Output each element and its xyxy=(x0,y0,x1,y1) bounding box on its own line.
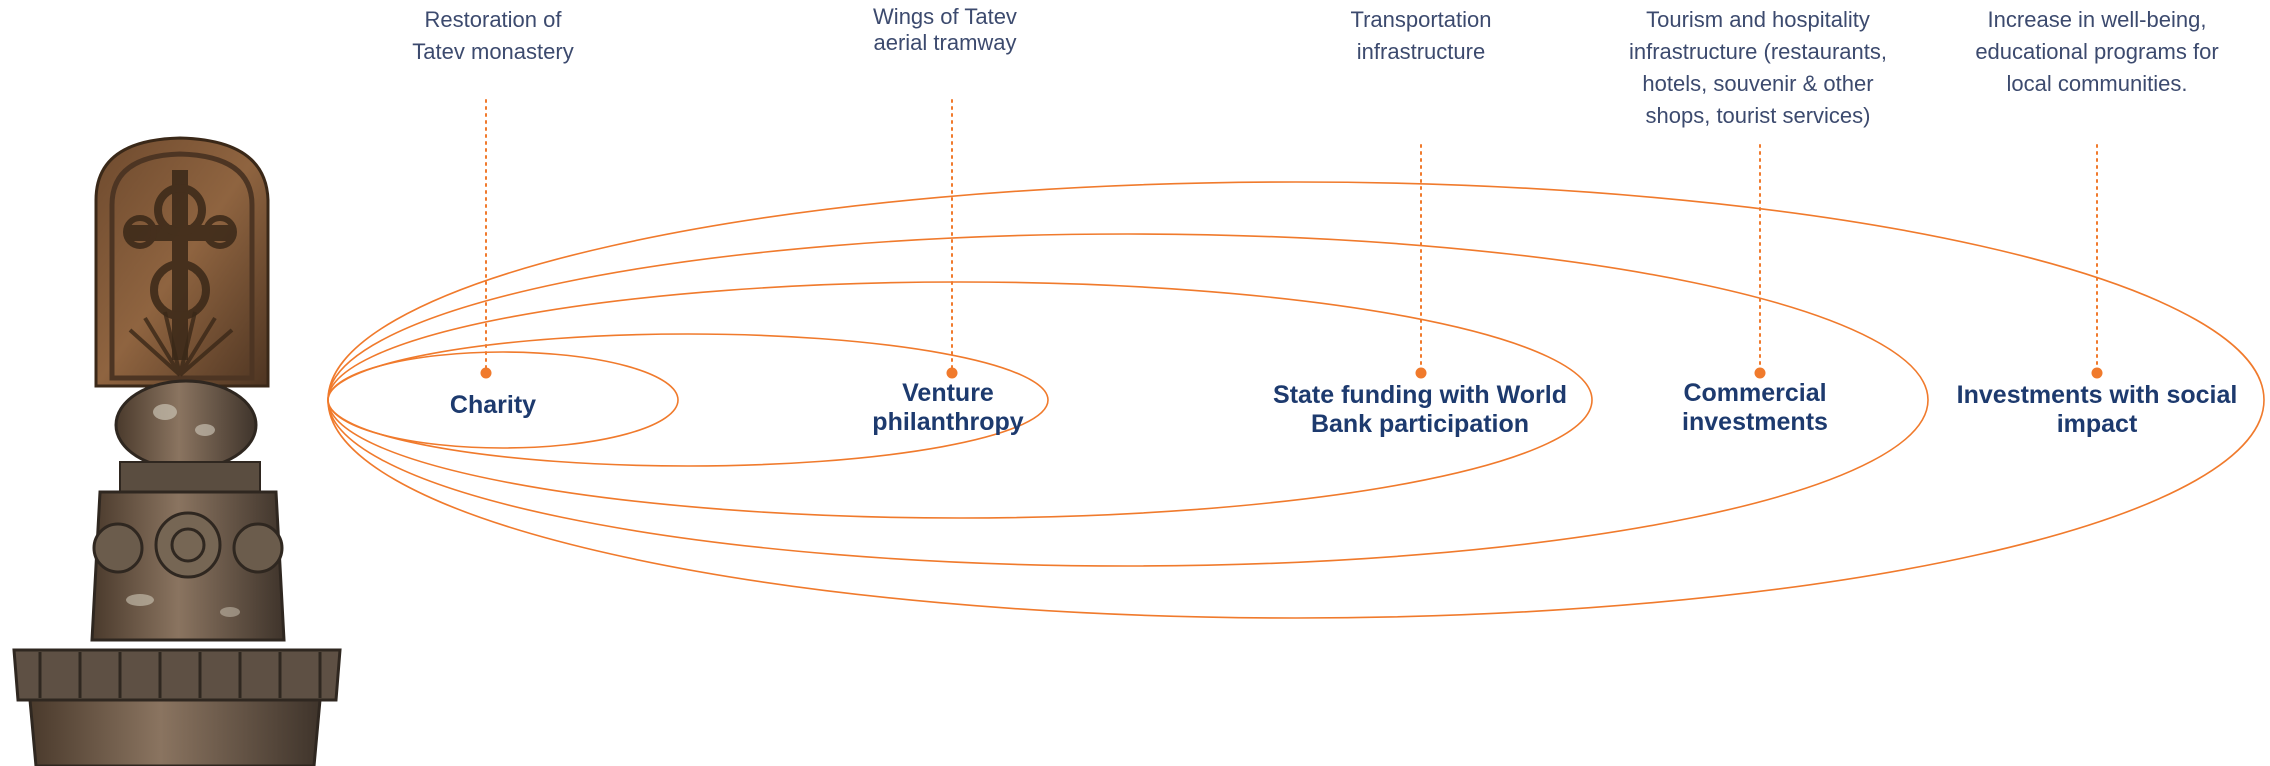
stone-column-image xyxy=(12,136,342,766)
leader-lines xyxy=(480,99,2103,379)
level-label-state-funding: State funding with World Bank participat… xyxy=(1273,381,1567,438)
level-label-charity: Charity xyxy=(449,391,537,419)
leader-dot-state-funding xyxy=(1415,367,1427,379)
example-label-social-impact: Increase in well-being, educational prog… xyxy=(1975,7,2219,96)
level-label-commercial-investments: Commercial investments xyxy=(1682,379,1828,436)
example-label-state-funding: Transportation infrastructure xyxy=(1350,7,1492,64)
leader-dot-charity xyxy=(480,367,492,379)
leader-dot-commercial-investments xyxy=(1754,367,1766,379)
example-label-charity: Restoration of Tatev monastery xyxy=(412,7,574,64)
example-label-venture-philanthropy: Wings of Tatev aerial tramway xyxy=(873,4,1017,55)
example-label-commercial-investments: Tourism and hospitality infrastructure (… xyxy=(1629,7,1887,128)
leader-dot-venture-philanthropy xyxy=(946,367,958,379)
ellipse-social-impact xyxy=(327,181,2265,619)
level-label-social-impact: Investments with social impact xyxy=(1956,381,2238,438)
leader-dot-social-impact xyxy=(2091,367,2103,379)
level-label-venture-philanthropy: Venture philanthropy xyxy=(872,379,1024,436)
nested-ellipses xyxy=(327,181,2265,619)
